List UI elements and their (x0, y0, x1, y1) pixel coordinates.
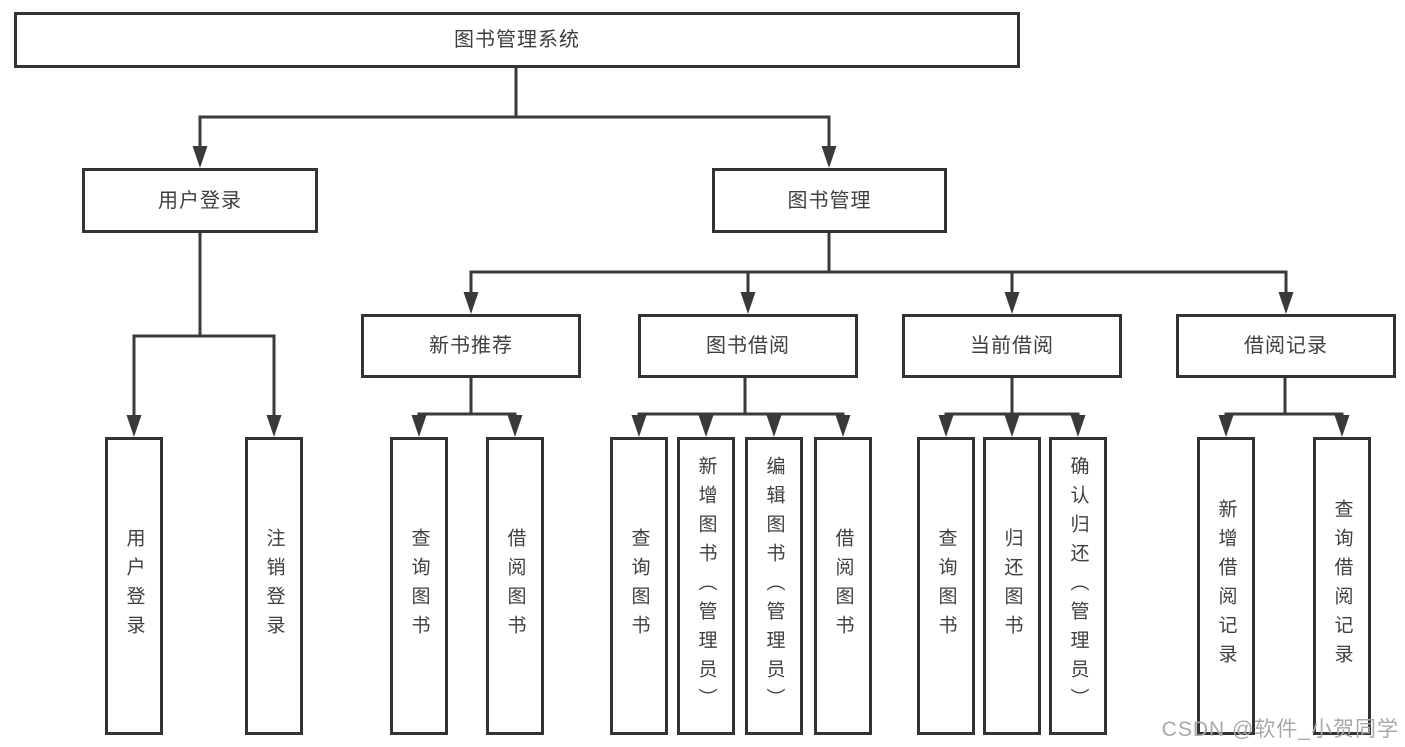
leaf-records-add-record-label: 新增借阅记录 (1215, 499, 1237, 673)
node-current-borrow: 当前借阅 (902, 314, 1122, 378)
node-current-borrow-label: 当前借阅 (970, 335, 1054, 357)
leaf-current-confirm-return-admin: 确认归还（管理员） (1049, 437, 1107, 735)
node-user-login-label: 用户登录 (158, 189, 242, 212)
leaf-current-query-book-label: 查询图书 (935, 528, 957, 644)
leaf-records-query-record-label: 查询借阅记录 (1331, 499, 1353, 673)
leaf-borrow-borrow-book-label: 借阅图书 (832, 528, 854, 644)
leaf-user-login-label: 用户登录 (123, 528, 145, 644)
root-node-library-system: 图书管理系统 (14, 12, 1020, 68)
root-node-label: 图书管理系统 (454, 29, 580, 51)
leaf-recommend-query-book-label: 查询图书 (408, 528, 430, 644)
leaf-borrow-edit-book-admin: 编辑图书（管理员） (745, 437, 803, 735)
leaf-current-return-book-label: 归还图书 (1001, 528, 1023, 644)
leaf-recommend-borrow-book-label: 借阅图书 (504, 528, 526, 644)
node-borrow-records-label: 借阅记录 (1244, 335, 1328, 357)
node-new-book-recommend-label: 新书推荐 (429, 335, 513, 357)
node-book-borrow: 图书借阅 (638, 314, 858, 378)
node-new-book-recommend: 新书推荐 (361, 314, 581, 378)
leaf-user-login: 用户登录 (105, 437, 163, 735)
node-book-management: 图书管理 (712, 168, 947, 233)
leaf-borrow-add-book-admin: 新增图书（管理员） (677, 437, 735, 735)
leaf-borrow-query-book-label: 查询图书 (628, 528, 650, 644)
node-borrow-records: 借阅记录 (1176, 314, 1396, 378)
leaf-recommend-borrow-book: 借阅图书 (486, 437, 544, 735)
leaf-logout-label: 注销登录 (263, 528, 285, 644)
leaf-current-confirm-return-admin-label: 确认归还（管理员） (1067, 455, 1089, 717)
leaf-borrow-add-book-admin-label: 新增图书（管理员） (695, 455, 717, 717)
node-book-management-label: 图书管理 (787, 189, 872, 212)
leaf-records-query-record: 查询借阅记录 (1313, 437, 1371, 735)
leaf-borrow-query-book: 查询图书 (610, 437, 668, 735)
leaf-recommend-query-book: 查询图书 (390, 437, 448, 735)
node-user-login: 用户登录 (82, 168, 318, 233)
leaf-borrow-borrow-book: 借阅图书 (814, 437, 872, 735)
leaf-current-query-book: 查询图书 (917, 437, 975, 735)
csdn-watermark: CSDN @软件_小贺同学 (1161, 718, 1399, 741)
leaf-borrow-edit-book-admin-label: 编辑图书（管理员） (763, 455, 785, 717)
leaf-current-return-book: 归还图书 (983, 437, 1041, 735)
leaf-records-add-record: 新增借阅记录 (1197, 437, 1255, 735)
leaf-logout: 注销登录 (245, 437, 303, 735)
node-book-borrow-label: 图书借阅 (706, 335, 790, 357)
